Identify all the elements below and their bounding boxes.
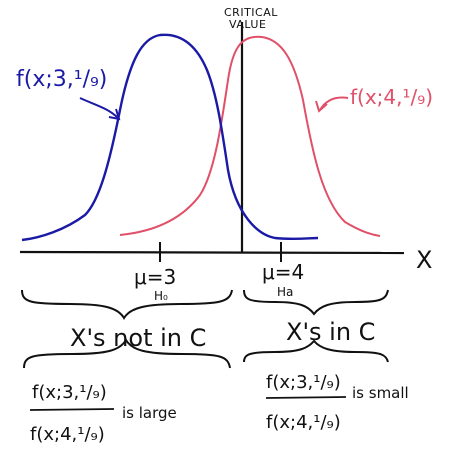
critical-value-label-line1: CRITICAL xyxy=(224,6,278,19)
ratio-right-denominator: f(x;4,¹/₉) xyxy=(266,412,341,433)
mu-alt-sub: Ha xyxy=(277,285,293,299)
null-curve-label: f(x;3,¹/₉) xyxy=(16,67,107,92)
ratio-left-text: is large xyxy=(122,404,177,422)
brace-left-top xyxy=(21,289,233,320)
null-curve-arrowhead xyxy=(108,108,121,121)
region-not-in-c-label: X's not in C xyxy=(70,324,206,352)
mu-alt-label: μ=4 xyxy=(262,260,304,284)
brace-left-bottom xyxy=(23,338,231,369)
null-curve-arrow xyxy=(79,97,119,119)
alt-curve xyxy=(119,35,381,237)
ratio-left-fraction-bar xyxy=(29,408,115,411)
x-axis-label: X xyxy=(416,246,432,274)
alt-curve-arrowhead xyxy=(315,100,328,113)
alt-curve-label: f(x;4,¹/₉) xyxy=(350,85,433,109)
x-axis xyxy=(19,250,405,255)
ratio-right-numerator: f(x;3,¹/₉) xyxy=(266,372,341,393)
region-in-c-label: X's in C xyxy=(286,318,375,346)
brace-right-top xyxy=(243,289,389,316)
critical-value-label-line2: VALUE xyxy=(229,18,266,31)
ratio-right-text: is small xyxy=(352,384,409,402)
alt-curve-arrow xyxy=(319,96,349,111)
mu-null-sub: H₀ xyxy=(154,289,168,303)
ratio-left-numerator: f(x;3,¹/₉) xyxy=(32,382,107,403)
brace-right-bottom xyxy=(243,339,389,363)
ratio-left-denominator: f(x;4,¹/₉) xyxy=(30,424,105,445)
mu-null-label: μ=3 xyxy=(134,265,176,289)
ratio-right-fraction-bar xyxy=(265,396,347,399)
null-curve xyxy=(21,33,319,242)
